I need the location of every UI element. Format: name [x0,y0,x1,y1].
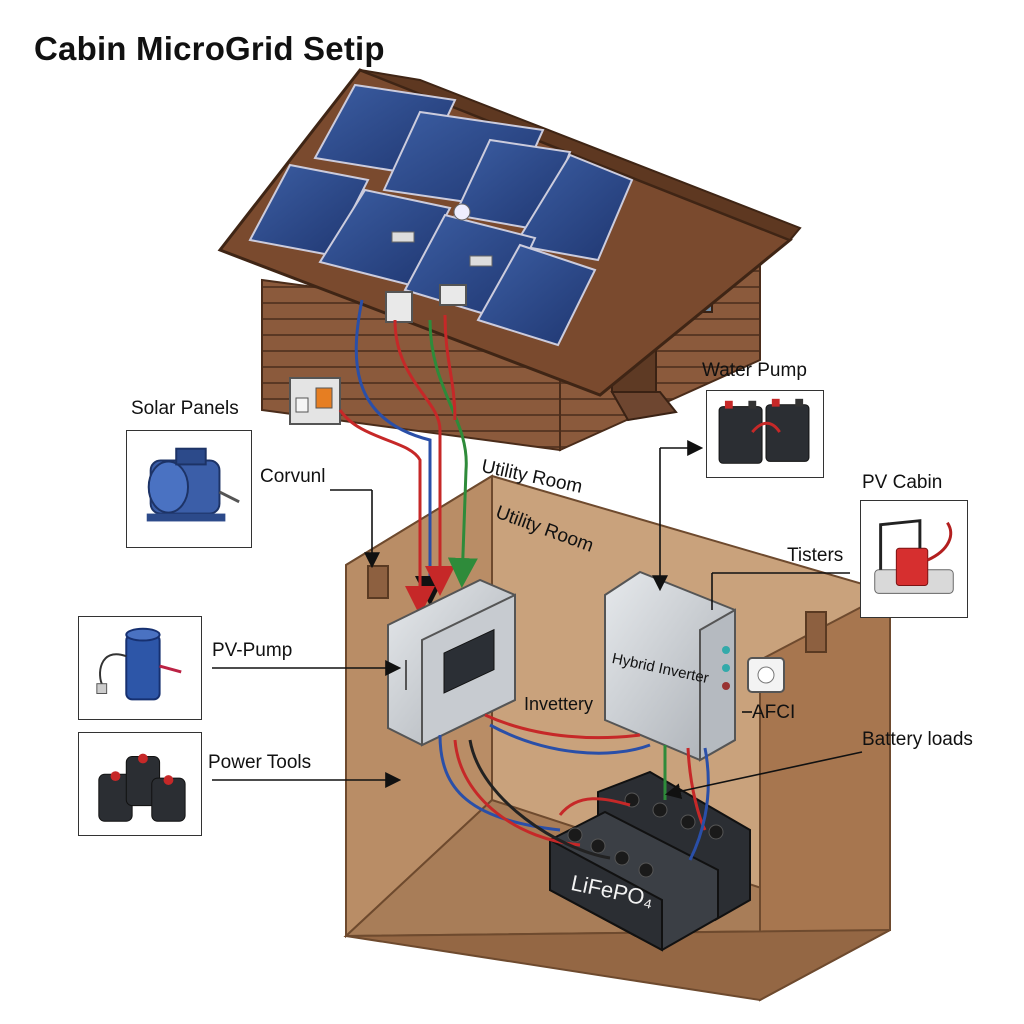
cabin-steps [610,391,678,422]
wire-green [428,319,478,588]
page-title: Cabin MicroGrid Setip [34,30,385,67]
wire-red [393,319,455,596]
pv-cabin-inset [860,500,968,618]
battery-bank [549,770,751,952]
pump-icon [96,627,182,701]
battery-clamp-icon [874,519,954,594]
label-afci: AFCI [752,702,796,723]
combiner-box-icon [439,284,467,306]
label-pv-cabin: PV Cabin [862,472,943,493]
label-solar-panels: Solar Panels [131,398,239,419]
combiner-box-icon [385,291,413,323]
hybrid-inverter [604,570,736,762]
label-tisters: Tisters [787,545,844,566]
power-tools-inset [78,732,202,836]
motor-icon [146,447,240,522]
solar-array [248,83,634,347]
disconnect-switch-icon [289,377,341,425]
wire-red [338,409,435,616]
label-power-tools: Power Tools [208,752,312,773]
solar-panel [318,188,452,287]
outlet-icon [747,657,785,693]
label-corvunl: Corvunl [260,466,326,487]
wire-blue [354,299,445,606]
solar-panel [513,153,634,262]
solar-panel [476,243,597,347]
pointer-line [664,751,863,800]
label-battery-loads: Battery loads [862,729,973,750]
roof-ridge [359,69,802,242]
pump-inset [78,616,202,720]
label-pv-pump: PV-Pump [212,640,293,661]
battery-pair-icon [718,398,810,464]
power-tool-batteries-icon [98,753,186,822]
label-invettery: Invettery [524,694,594,714]
charge-controller [387,578,516,747]
water-pump-inset [706,390,824,478]
label-water-pump: Water Pump [702,360,807,381]
motor-inset [126,430,252,548]
